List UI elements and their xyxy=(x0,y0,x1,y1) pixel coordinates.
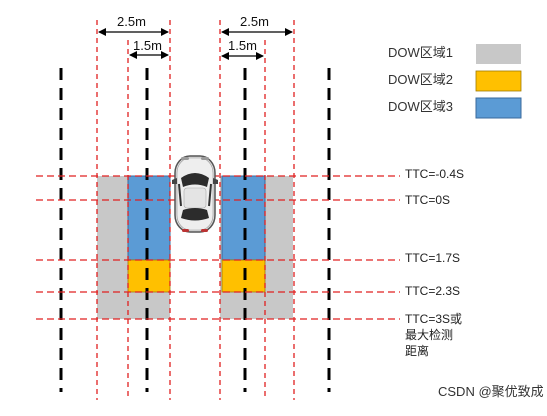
ttc-label-3-line3: 距离 xyxy=(405,343,429,358)
zone3-left xyxy=(127,175,171,261)
legend-label-zone3: DOW区域3 xyxy=(388,99,453,114)
legend-label-zone2: DOW区域2 xyxy=(388,72,453,87)
zone2-left xyxy=(127,259,171,293)
legend-swatch-zone3 xyxy=(475,97,522,119)
ttc-label-3-line2: 最大检测 xyxy=(405,327,453,342)
dim-inner-left-label: 1.5m xyxy=(133,38,162,53)
csdn-watermark: CSDN @聚优致成 xyxy=(438,384,544,399)
legend-label-zone1: DOW区域1 xyxy=(388,45,453,60)
dim-outer-left-label: 2.5m xyxy=(117,14,146,29)
dimension-labels: 2.5m 1.5m 2.5m 1.5m xyxy=(117,14,269,53)
dim-outer-right-label: 2.5m xyxy=(240,14,269,29)
ttc-label-23: TTC=2.3S xyxy=(405,284,460,298)
ttc-lines xyxy=(36,175,400,320)
dimension-markers xyxy=(98,28,293,60)
dim-inner-right-label: 1.5m xyxy=(228,38,257,53)
ttc-label-0: TTC=0S xyxy=(405,193,450,207)
vertical-guides xyxy=(96,20,295,400)
ttc-labels: TTC=-0.4S TTC=0S TTC=1.7S TTC=2.3S TTC=3… xyxy=(405,167,464,358)
legend-swatch-zone1 xyxy=(476,44,521,64)
legend: DOW区域1 DOW区域2 DOW区域3 xyxy=(388,44,522,119)
car-top-view-icon xyxy=(172,155,218,233)
ttc-label-17: TTC=1.7S xyxy=(405,251,460,265)
ttc-label-3-line1: TTC=3S或 xyxy=(405,312,462,326)
legend-swatch-zone2 xyxy=(475,70,522,92)
ttc-label-neg04: TTC=-0.4S xyxy=(405,167,464,181)
lane-lines xyxy=(59,68,331,392)
zone3-areas xyxy=(127,175,266,261)
